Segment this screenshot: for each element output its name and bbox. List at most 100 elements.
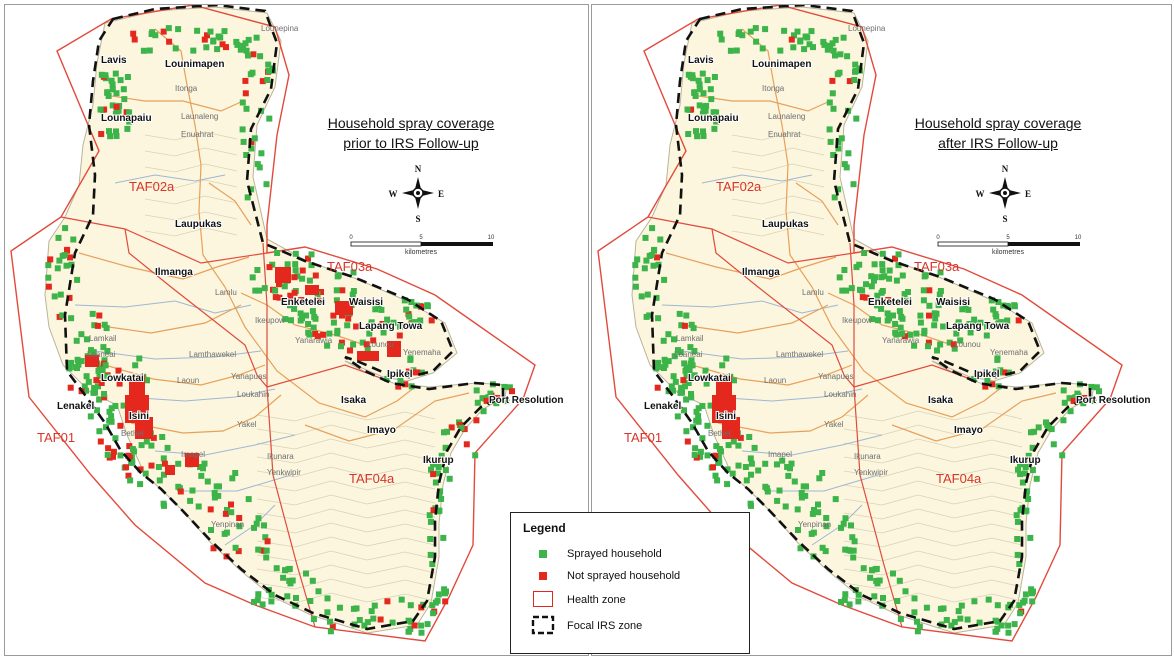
place-label: Ikeupow (842, 316, 872, 325)
health-zone-divider (60, 216, 268, 264)
sprayed-household (406, 313, 413, 320)
not-sprayed-household (320, 331, 327, 338)
not-sprayed-household (989, 381, 996, 388)
sprayed-household (236, 523, 243, 530)
village-label: Imayo (954, 425, 983, 436)
sprayed-household (946, 339, 953, 346)
not-sprayed-household (712, 452, 719, 459)
sprayed-household (268, 598, 275, 605)
sprayed-household (210, 37, 217, 44)
sprayed-household (440, 534, 447, 541)
not-sprayed-household (345, 315, 352, 322)
sprayed-household (437, 488, 444, 495)
not-sprayed-cluster (129, 375, 145, 401)
sprayed-household (401, 297, 408, 304)
sprayed-household (971, 598, 978, 605)
sprayed-household (143, 438, 150, 445)
not-sprayed-household (287, 292, 294, 299)
sprayed-household (875, 317, 881, 324)
not-sprayed-household (859, 294, 866, 301)
sprayed-household (245, 36, 252, 43)
sprayed-household (435, 464, 442, 470)
sprayed-household (1014, 551, 1021, 558)
sprayed-household (292, 250, 299, 257)
sprayed-household (810, 44, 816, 51)
contour-line (256, 550, 436, 562)
sprayed-household (905, 289, 911, 295)
sprayed-household (700, 103, 707, 110)
sprayed-household (937, 341, 944, 348)
sprayed-household (215, 492, 222, 499)
sprayed-household (763, 485, 770, 492)
sprayed-household (716, 446, 723, 452)
sprayed-household (700, 128, 706, 135)
sprayed-household (458, 425, 465, 431)
not-sprayed-household (298, 297, 305, 303)
sprayed-household (324, 609, 331, 616)
sprayed-household (707, 402, 714, 409)
sprayed-household (288, 317, 294, 324)
sprayed-household (811, 507, 817, 513)
sprayed-household (661, 356, 668, 363)
not-sprayed-household (291, 289, 298, 296)
sprayed-household (895, 262, 902, 269)
sprayed-household (890, 570, 896, 577)
sprayed-household (655, 359, 661, 366)
sprayed-household (955, 319, 962, 326)
sprayed-household (878, 274, 885, 281)
place-label: Lounepina (261, 24, 299, 33)
sprayed-household (446, 475, 453, 482)
sprayed-household (638, 293, 645, 300)
sprayed-household (1067, 408, 1074, 415)
sprayed-household (795, 527, 801, 533)
sprayed-household (255, 515, 262, 522)
sprayed-household (774, 497, 781, 504)
sprayed-household (798, 490, 805, 496)
svg-text:E: E (438, 189, 444, 199)
sprayed-household (1029, 467, 1036, 474)
legend-item-sprayed: Sprayed household (523, 543, 662, 565)
not-sprayed-household (688, 106, 695, 113)
map-legend: Legend Sprayed household Not sprayed hou… (510, 512, 750, 654)
contour-line (256, 494, 436, 506)
sprayed-household (632, 283, 639, 290)
not-sprayed-household (113, 103, 120, 110)
sprayed-household (256, 287, 263, 294)
not-sprayed-cluster (135, 417, 153, 439)
sprayed-household (493, 400, 500, 407)
sprayed-household (100, 344, 107, 351)
sprayed-household (685, 131, 692, 137)
sprayed-household (948, 622, 955, 629)
sprayed-household (1022, 591, 1029, 598)
sprayed-household (884, 310, 891, 317)
sprayed-household (678, 384, 685, 391)
sprayed-household (921, 327, 928, 334)
sprayed-household (976, 619, 983, 626)
place-label: Lounou (367, 340, 394, 349)
sprayed-household (683, 312, 690, 319)
sprayed-household (198, 472, 205, 479)
sprayed-household (92, 389, 98, 396)
sprayed-household (717, 30, 724, 37)
sprayed-household (653, 294, 660, 301)
sprayed-household (190, 47, 197, 54)
sprayed-household (641, 265, 648, 272)
sprayed-household (403, 306, 410, 313)
sprayed-household (201, 460, 208, 467)
sprayed-household (432, 479, 439, 486)
sprayed-household (897, 324, 904, 331)
sprayed-household (797, 545, 804, 552)
sprayed-household (802, 33, 809, 40)
sprayed-household (704, 422, 711, 429)
sprayed-household (923, 604, 930, 611)
sprayed-household (297, 310, 304, 317)
not-sprayed-household (509, 388, 515, 395)
not-sprayed-household (409, 369, 416, 376)
place-label: Yenkwipir (267, 468, 301, 477)
not-sprayed-household (125, 472, 132, 479)
svg-text:0: 0 (349, 235, 353, 241)
sprayed-household (998, 622, 1005, 629)
sprayed-household (85, 378, 92, 385)
not-sprayed-household (148, 462, 155, 469)
